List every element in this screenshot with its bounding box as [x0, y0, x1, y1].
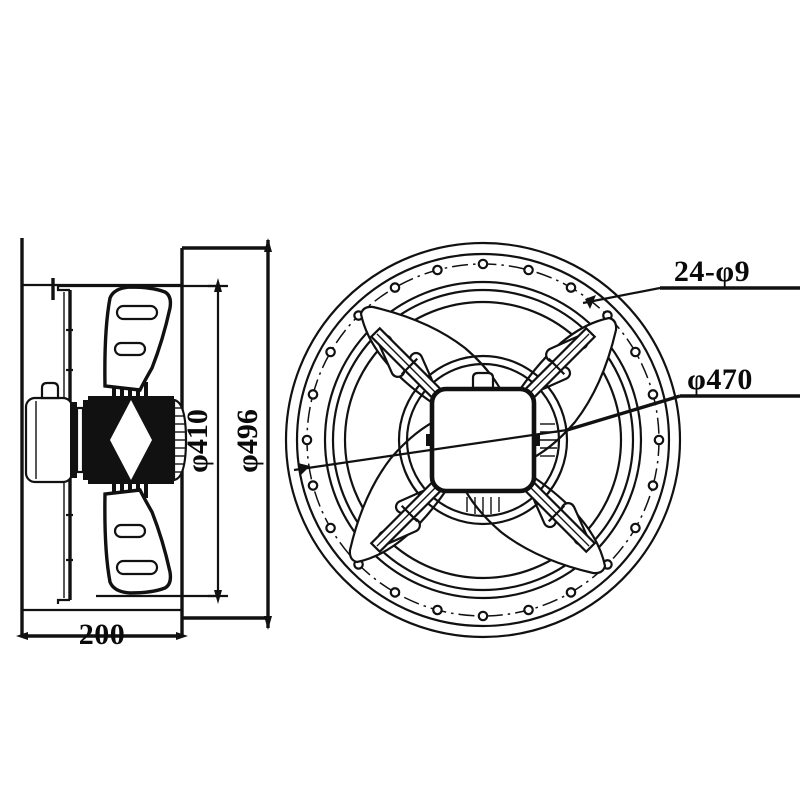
bolt-hole — [477, 610, 489, 622]
bolt-hole — [477, 258, 489, 270]
blade-lower-slot-1 — [113, 523, 147, 539]
motor-flange — [70, 402, 77, 478]
blade-lower-slot-2 — [115, 559, 159, 576]
hub-ring-inner — [405, 362, 561, 518]
arrow-phi410-bottom — [214, 590, 222, 604]
hub-lug-left — [426, 434, 434, 446]
bolt-hole — [647, 389, 659, 400]
diameter-line-phi470 — [293, 428, 568, 472]
mounting-plate-flange-top — [56, 286, 70, 292]
front-view — [284, 241, 682, 639]
bolt-hole — [523, 604, 534, 616]
bolt-hole — [307, 480, 319, 491]
arrow-200-right — [176, 632, 188, 640]
blade-upper — [103, 285, 173, 392]
mounting-plate-flange-bottom — [56, 598, 70, 604]
terminal-box — [40, 381, 60, 400]
motor-hub-square — [429, 386, 537, 494]
leader-arrow-phi470 — [298, 463, 310, 476]
impeller-tip-circle — [343, 300, 623, 580]
leader-bolt-circle: φ470 — [293, 363, 800, 476]
leader-arrow-24phi9 — [585, 295, 596, 309]
motor-shaft-collar — [75, 406, 85, 474]
bolt-hole — [432, 264, 443, 276]
dimension-label-200: 200 — [79, 618, 126, 651]
motor-bearing-block — [83, 400, 88, 480]
dimension-label-24-phi9: 24-φ9 — [674, 255, 750, 288]
arrow-phi410-top — [214, 278, 222, 292]
arrow-phi496-bottom — [264, 616, 272, 630]
dimension-label-phi410: φ410 — [181, 409, 214, 473]
shroud-ring-inner — [331, 288, 635, 592]
leader-line-24phi9 — [582, 286, 661, 305]
bolt-hole — [389, 587, 401, 598]
hub-diamond-cutout — [110, 400, 152, 480]
bolt-hole — [301, 434, 313, 446]
leader-line-phi470 — [566, 394, 681, 432]
bolt-hole — [432, 604, 443, 616]
bolt-hole — [325, 346, 336, 358]
hub-fins — [466, 497, 500, 515]
bolt-hole — [307, 389, 319, 400]
strut-crossbrace — [400, 504, 419, 523]
bolt-hole — [565, 282, 577, 293]
blade-upper-slot-1 — [115, 304, 159, 321]
dimension-label-phi470: φ470 — [687, 363, 753, 396]
leader-bolt-holes: 24-φ9 — [582, 255, 800, 309]
bolt-hole — [325, 522, 336, 534]
arrow-phi496-top — [264, 238, 272, 252]
blade-lower — [103, 488, 173, 595]
hub-box — [426, 371, 558, 515]
strut-crossbrace — [547, 357, 566, 376]
dimension-label-phi496: φ496 — [231, 409, 264, 473]
hub — [88, 382, 188, 498]
arrow-200-left — [16, 632, 28, 640]
motor-body — [24, 396, 74, 484]
bolt-hole — [647, 480, 659, 491]
outer-ring-outer-edge — [284, 241, 682, 639]
motor-housing — [24, 381, 88, 484]
blade-upper-slot-2 — [113, 341, 147, 357]
bolt-hole — [523, 264, 534, 276]
hub-ring-outer — [397, 354, 569, 526]
side-view: 200 φ410 φ496 — [16, 238, 272, 651]
bolt-holes — [301, 258, 665, 622]
front-terminal-box — [471, 371, 495, 390]
strut-crossbrace — [400, 357, 419, 376]
bolt-hole — [653, 434, 665, 446]
bolt-hole — [630, 346, 641, 358]
hub-fairing-ribs — [174, 407, 185, 473]
hub-lug-right — [532, 434, 540, 446]
annotations: 24-φ9 φ470 — [293, 255, 800, 476]
bolt-hole — [630, 522, 641, 534]
outer-ring-inner-edge — [295, 252, 671, 628]
bolt-hole — [565, 587, 577, 598]
shroud-ring-outer — [323, 280, 643, 600]
strut-crossbrace — [547, 504, 566, 523]
bolt-hole — [389, 282, 401, 293]
